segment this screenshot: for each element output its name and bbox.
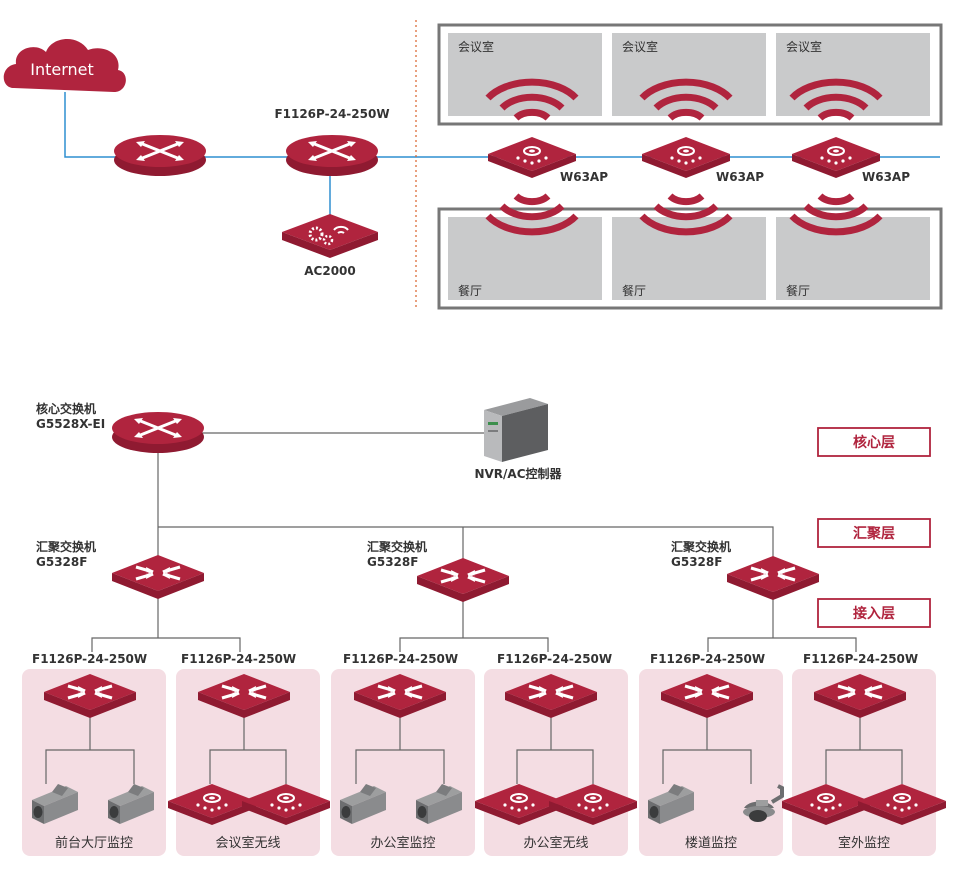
top-room-frame bbox=[437, 23, 943, 126]
agg-switch-name-3: 汇聚交换机 bbox=[671, 539, 731, 554]
access-switch-label-2: F1126P-24-250W bbox=[181, 652, 296, 666]
room-label-top-2: 会议室 bbox=[622, 39, 658, 54]
bottom-room-frame bbox=[437, 207, 943, 310]
core-switch-icon bbox=[110, 410, 206, 455]
group-label-6: 室外监控 bbox=[838, 835, 890, 851]
ac-controller-icon bbox=[282, 214, 378, 258]
internet-cloud-icon: Internet bbox=[3, 38, 126, 92]
agg-switch-model-2: G5328F bbox=[367, 555, 418, 569]
access-switch-label-5: F1126P-24-250W bbox=[650, 652, 765, 666]
internet-label: Internet bbox=[30, 60, 94, 79]
layer-box-core bbox=[817, 427, 931, 457]
access-switch-label-1: F1126P-24-250W bbox=[32, 652, 147, 666]
dome-camera-icon bbox=[743, 784, 784, 822]
access-switch-label-3: F1126P-24-250W bbox=[343, 652, 458, 666]
room-label-bottom-1: 餐厅 bbox=[458, 283, 482, 298]
agg-switch-name-1: 汇聚交换机 bbox=[36, 539, 96, 554]
server-label: NVR/AC控制器 bbox=[474, 466, 562, 481]
ap-label-1: W63AP bbox=[560, 170, 608, 184]
agg-switch-name-2: 汇聚交换机 bbox=[367, 539, 427, 554]
layer-label-access: 接入层 bbox=[853, 605, 895, 622]
room-label-bottom-3: 餐厅 bbox=[786, 283, 810, 298]
layer-box-access bbox=[817, 598, 931, 628]
access-switch-label-4: F1126P-24-250W bbox=[497, 652, 612, 666]
gateway-router-label: F1126P-24-250W bbox=[274, 107, 389, 121]
gateway-router-icon bbox=[284, 133, 380, 178]
aggregation-switch-icon bbox=[725, 554, 821, 602]
layer-label-aggregation: 汇聚层 bbox=[853, 526, 895, 542]
room-block bbox=[448, 33, 602, 116]
ap-label-2: W63AP bbox=[716, 170, 764, 184]
core-switch-model: G5528X-EI bbox=[36, 417, 105, 431]
group-label-3: 办公室监控 bbox=[370, 835, 435, 851]
ap-label-3: W63AP bbox=[862, 170, 910, 184]
group-label-4: 办公室无线 bbox=[523, 835, 588, 851]
room-label-bottom-2: 餐厅 bbox=[622, 283, 646, 298]
campus-bottom-section: 核心交换机 G5528X-EI NVR/AC控制器 汇聚交换机 G5328F 汇… bbox=[22, 398, 947, 856]
nvr-server-icon bbox=[484, 398, 548, 462]
group-label-5: 楼道监控 bbox=[685, 836, 737, 851]
group-label-2: 会议室无线 bbox=[215, 835, 280, 851]
aggregation-switch-icon bbox=[110, 553, 206, 601]
agg-switch-model-1: G5328F bbox=[36, 555, 87, 569]
room-block bbox=[612, 33, 766, 116]
layer-label-core: 核心层 bbox=[853, 434, 895, 451]
core-switch-name: 核心交换机 bbox=[36, 401, 96, 416]
layer-box-aggregation bbox=[817, 518, 931, 548]
room-label-top-1: 会议室 bbox=[458, 39, 494, 54]
agg-switch-model-3: G5328F bbox=[671, 555, 722, 569]
group-label-1: 前台大厅监控 bbox=[55, 835, 133, 851]
ac-controller-label: AC2000 bbox=[304, 264, 356, 278]
edge-router-icon bbox=[112, 133, 208, 178]
room-label-top-3: 会议室 bbox=[786, 39, 822, 54]
access-switch-label-6: F1126P-24-250W bbox=[803, 652, 918, 666]
wlan-top-section: Internet F1126P-24-250W AC2000 会议室 会议室 bbox=[3, 20, 943, 310]
aggregation-switch-icon bbox=[415, 556, 511, 604]
